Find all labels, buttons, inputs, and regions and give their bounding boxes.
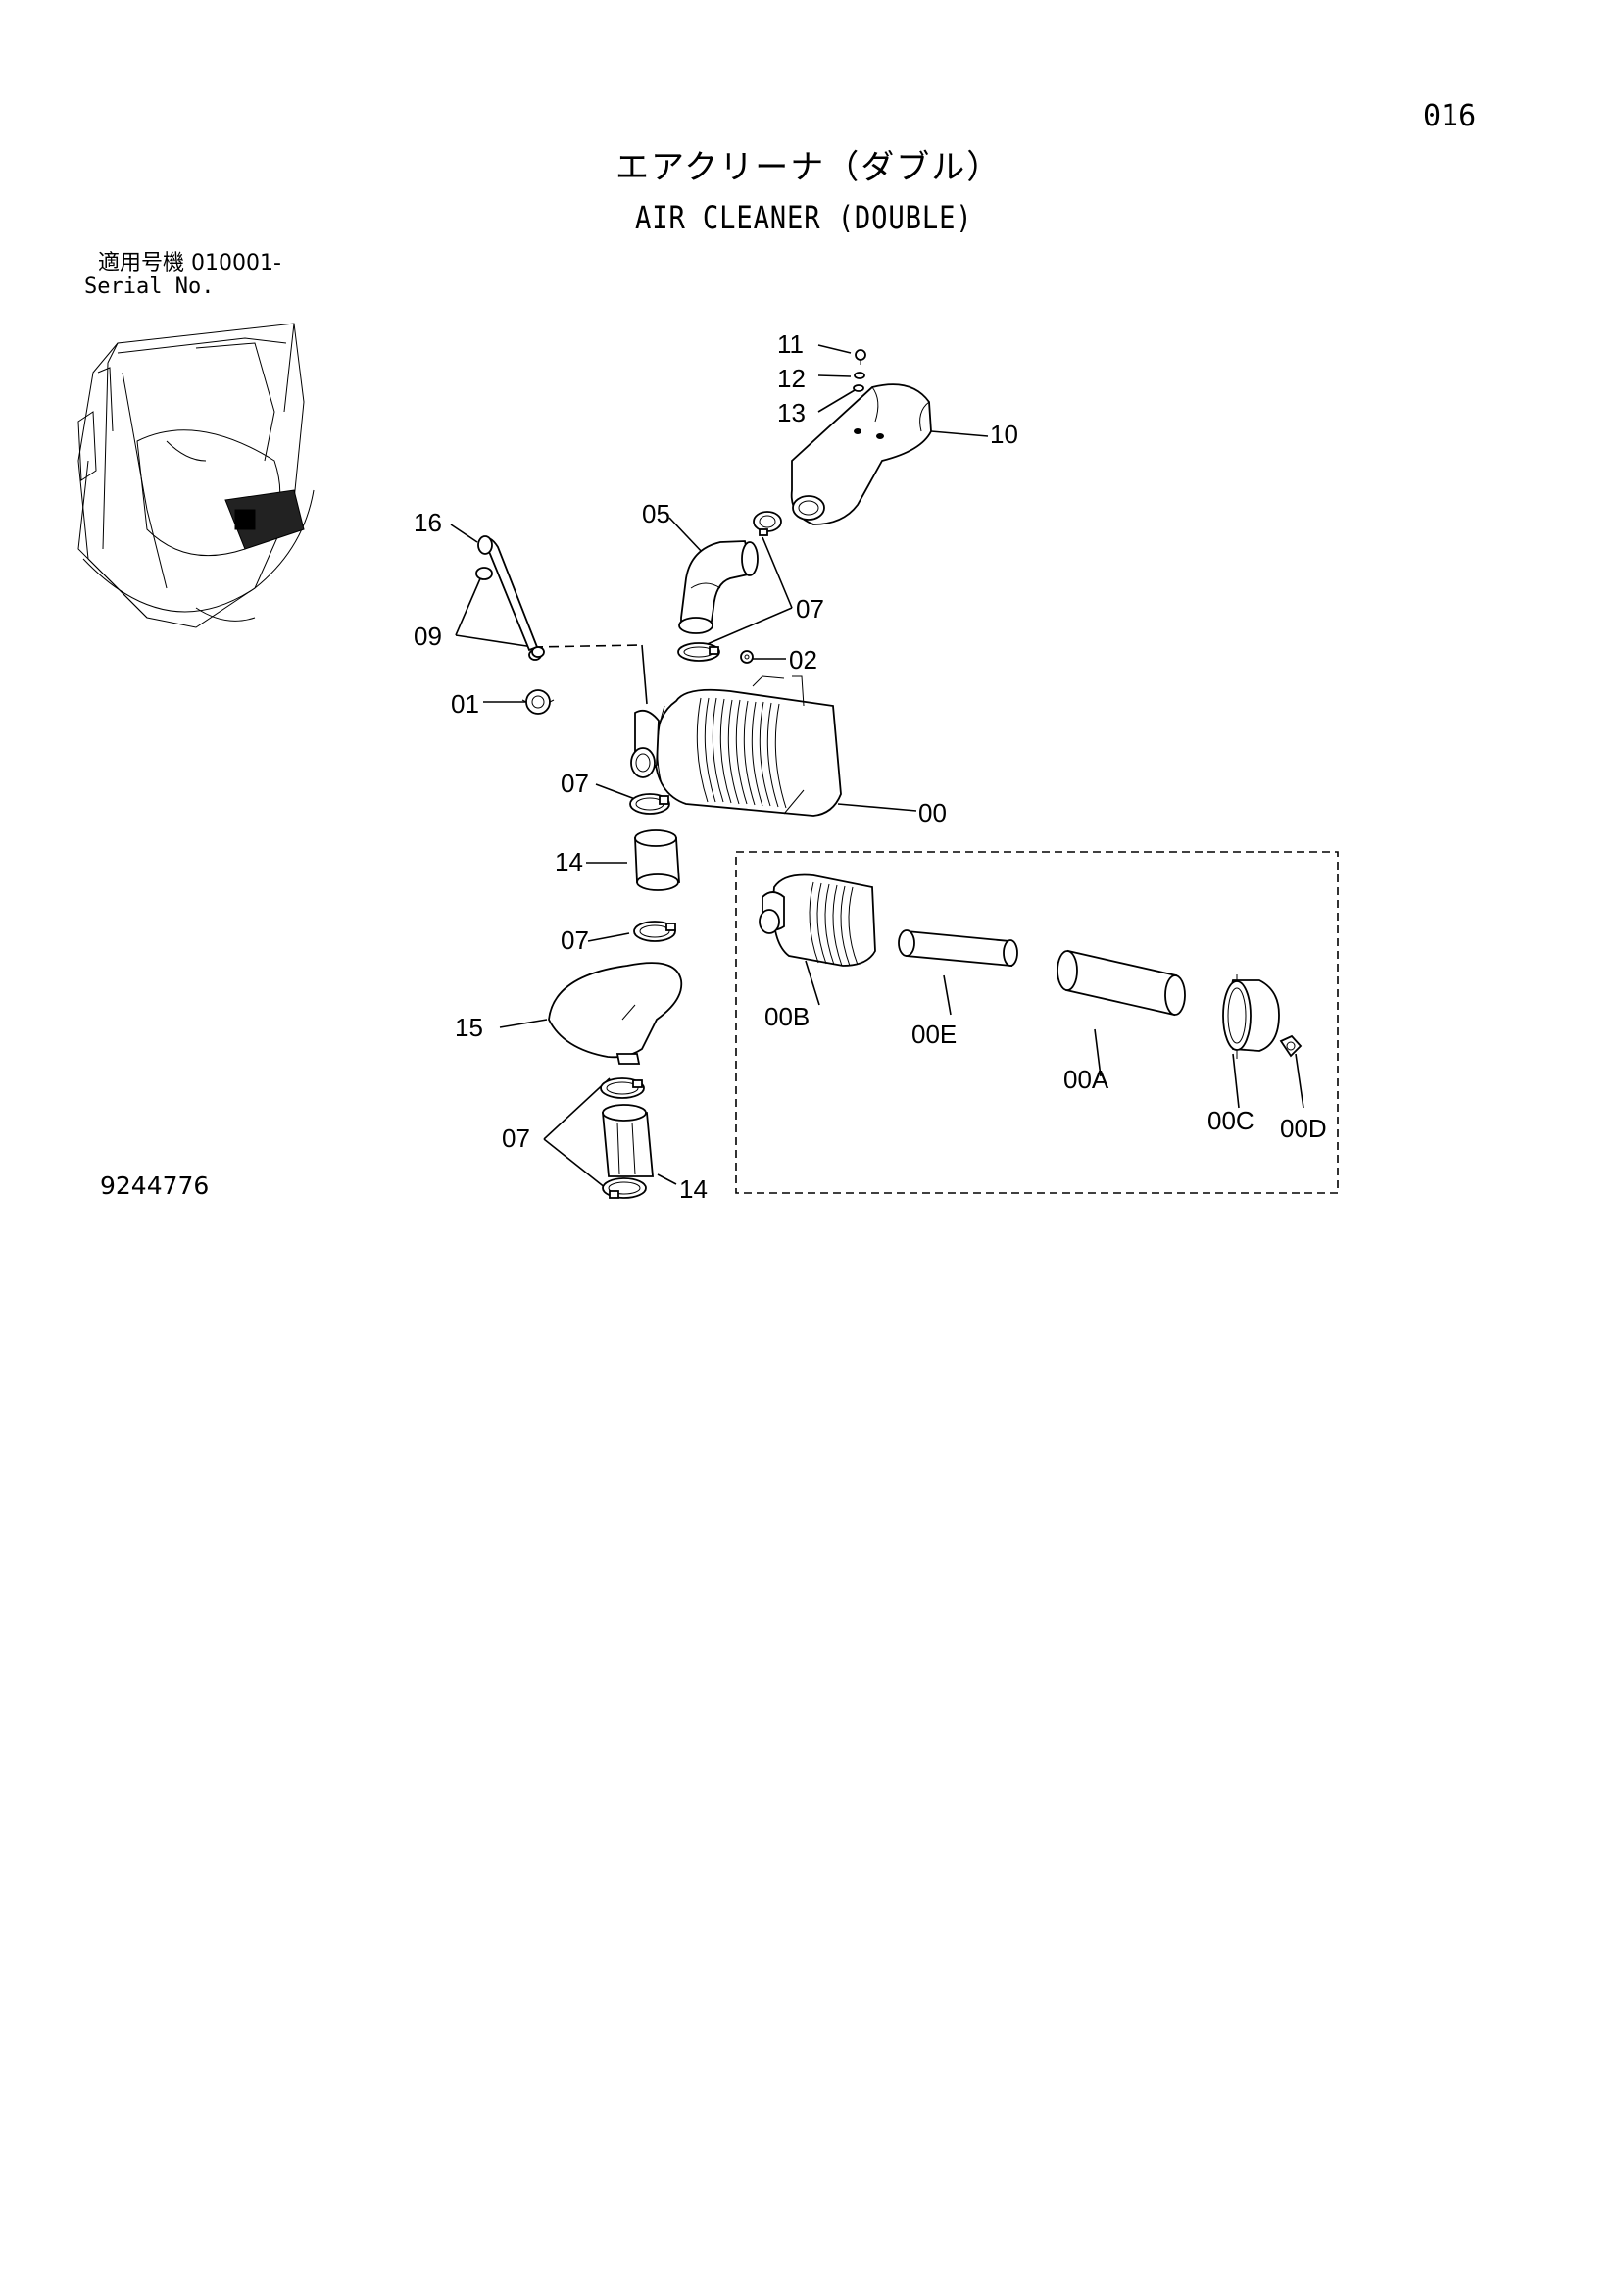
callout-07-a: 07 <box>561 769 589 798</box>
callout-14-upper: 14 <box>555 847 583 876</box>
hose-clip-09-lower <box>531 646 545 658</box>
callout-13: 13 <box>777 398 806 427</box>
callout-00A: 00A <box>1063 1065 1109 1094</box>
callout-05: 05 <box>642 499 670 528</box>
cap-screw-11 <box>855 349 866 365</box>
safety-element-00E <box>898 929 1018 967</box>
cap-01 <box>521 689 555 715</box>
callout-00C: 00C <box>1207 1106 1254 1135</box>
callout-01: 01 <box>451 689 479 719</box>
air-cleaner-assembly-00 <box>630 675 842 817</box>
hose-clamp-07-lower-b <box>633 921 676 942</box>
callout-16: 16 <box>414 508 442 537</box>
washer-12 <box>854 372 865 379</box>
rain-cap-15 <box>548 962 683 1065</box>
callout-00: 00 <box>918 798 947 827</box>
drawing-number: 9244776 <box>100 1172 210 1200</box>
callout-07-b: 07 <box>561 925 589 955</box>
cover-00C <box>1222 974 1280 1059</box>
primary-element-00A <box>1057 949 1186 1017</box>
callout-07-upper: 07 <box>796 594 824 624</box>
hose-clamp-07-upper <box>753 511 782 536</box>
air-cleaner-body-00B <box>759 873 876 967</box>
callout-11: 11 <box>777 329 804 359</box>
hose-14-upper <box>634 829 680 891</box>
hose-clamp-07-bottom-b <box>602 1177 647 1199</box>
hose-14-lower <box>602 1104 654 1177</box>
callout-00B: 00B <box>764 1002 810 1031</box>
callout-07-bottom: 07 <box>502 1123 530 1153</box>
serial-label-english: Serial No. <box>84 275 215 299</box>
hose-clamp-07-middle <box>677 642 720 662</box>
title-english: AIR CLEANER (DOUBLE) <box>635 199 973 236</box>
callout-00D: 00D <box>1280 1114 1327 1143</box>
filter-detail-box <box>735 851 1339 1194</box>
callout-10: 10 <box>990 420 1018 449</box>
serial-label-japanese: 適用号機 010001- <box>98 251 281 275</box>
callout-09: 09 <box>414 622 442 651</box>
callout-labels: 11 12 13 10 16 05 07 09 02 01 07 00 14 0… <box>414 329 1327 1204</box>
page-number: 016 <box>1423 99 1477 133</box>
hose-clamp-07-bottom-a <box>600 1077 645 1099</box>
hose-clip-09-upper <box>475 567 493 580</box>
callout-02: 02 <box>789 645 817 674</box>
vacuator-valve-02 <box>740 650 754 664</box>
leader-lines <box>450 344 1304 1189</box>
machine-overview-illustration <box>77 323 315 628</box>
vacuator-valve-00D <box>1279 1034 1303 1058</box>
elbow-hose-05 <box>678 540 759 634</box>
title-japanese: エアクリーナ（ダブル） <box>615 148 1003 187</box>
callout-15: 15 <box>455 1013 483 1042</box>
callout-14-lower: 14 <box>679 1174 708 1204</box>
callout-00E: 00E <box>911 1020 957 1049</box>
callout-12: 12 <box>777 364 806 393</box>
hose-clamp-07-lower-a <box>629 793 670 815</box>
intake-duct-10 <box>790 383 932 525</box>
breather-hose-16 <box>477 535 542 661</box>
spacer-13 <box>853 384 864 392</box>
